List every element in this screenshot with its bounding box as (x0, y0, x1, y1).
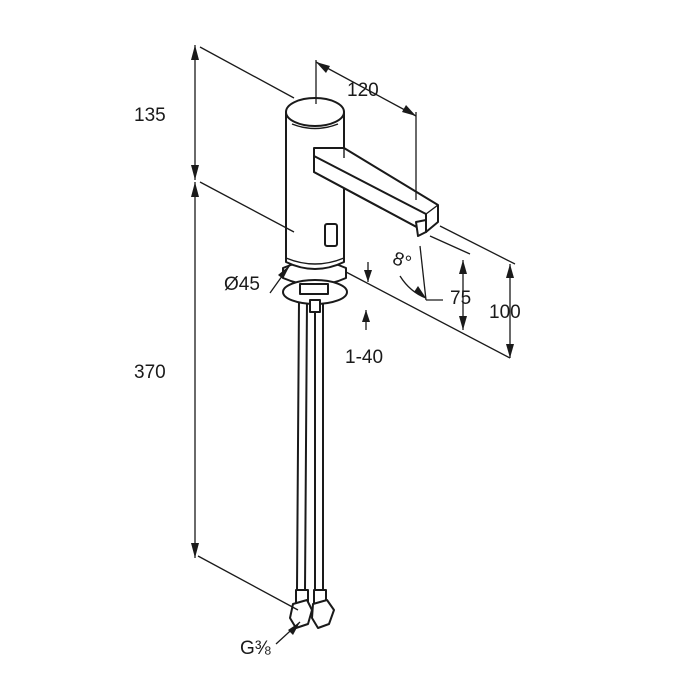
label-angle: 8° (390, 248, 414, 274)
label-counter-thickness: 1-40 (345, 347, 383, 368)
supply-hoses (296, 299, 324, 591)
dimension-counter-thickness: 1-40 (345, 262, 383, 368)
dimension-diameter: Ø45 (224, 264, 291, 295)
dimension-120: 120 (315, 60, 417, 200)
label-370: 370 (134, 362, 166, 383)
dimension-angle: 8° (390, 245, 443, 301)
dimension-75: 75 (429, 235, 471, 330)
hose-connectors (289, 589, 335, 629)
sensor-window (324, 223, 338, 247)
dimension-100: 100 (345, 225, 521, 359)
spout (313, 147, 439, 237)
label-thread: G⅜ (240, 638, 271, 659)
label-120: 120 (347, 80, 379, 101)
label-100: 100 (489, 302, 521, 323)
dimension-thread: G⅜ (240, 621, 301, 659)
dimension-135: 135 (134, 45, 295, 180)
label-diameter: Ø45 (224, 274, 260, 295)
label-75: 75 (450, 288, 471, 309)
dimension-370: 370 (134, 181, 299, 611)
label-135: 135 (134, 105, 166, 126)
